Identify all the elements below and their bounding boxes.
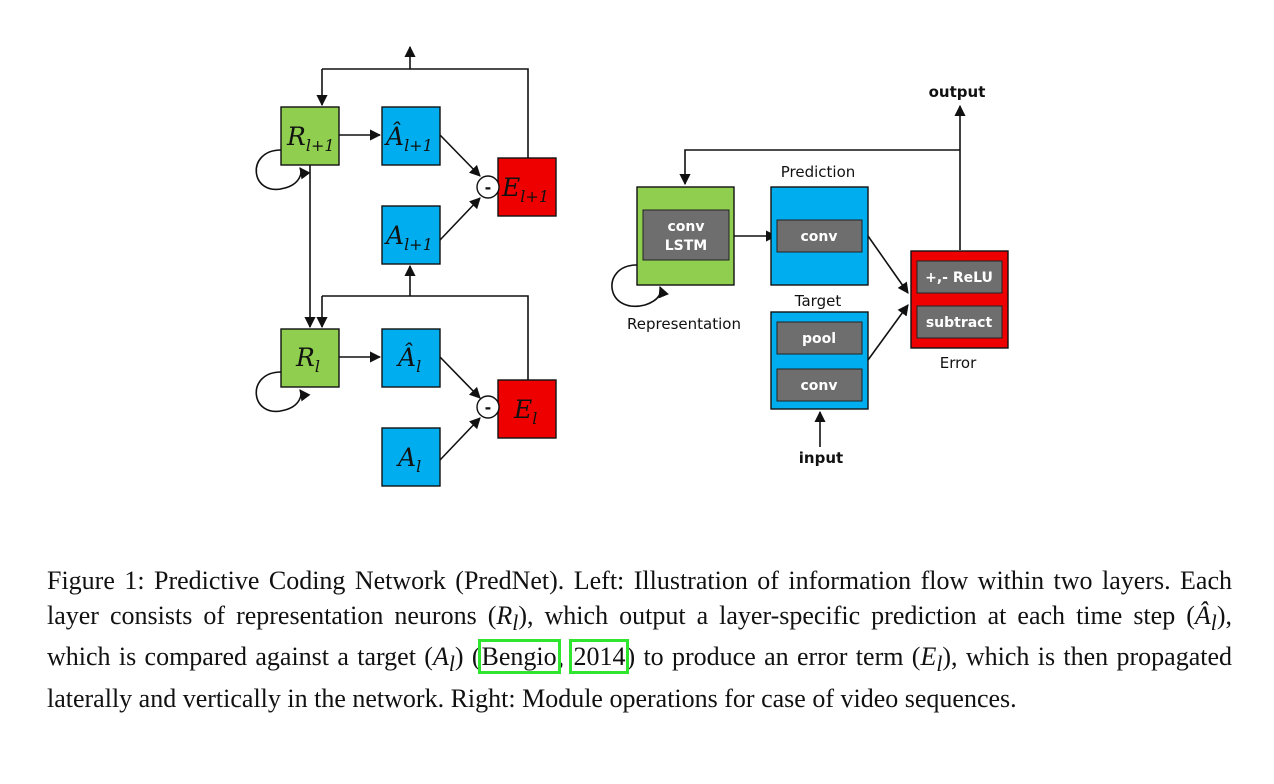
- caption-math-sub: l: [1210, 610, 1217, 635]
- prednet-figure: Rl+1 Âl+1 Al+1 El+1 - Rl Âl: [255, 45, 1009, 487]
- citation-link-year[interactable]: 2014: [569, 639, 630, 675]
- e-lower-box: [497, 379, 557, 439]
- lower-feedback-line: [322, 295, 529, 380]
- caption-math-a: A: [432, 642, 449, 672]
- caption-math-r: R: [496, 600, 513, 630]
- target-pool-label: pool: [802, 331, 836, 347]
- caption-math-ahat: Â: [1194, 600, 1211, 630]
- prediction-conv-module: [776, 219, 863, 253]
- caption-math-e: E: [920, 642, 937, 672]
- e-lower-label: El: [513, 395, 537, 428]
- caption-text-4: ) (: [454, 642, 481, 672]
- error-label: Error: [940, 354, 977, 372]
- r-lower-box: [280, 328, 340, 388]
- error-relu-label: +,- ReLU: [925, 270, 993, 286]
- output-label: output: [929, 83, 986, 101]
- a-lower-box: [381, 427, 441, 487]
- caption-text-5: ) to produce an error term (: [626, 642, 921, 672]
- convlstm-line2: LSTM: [665, 238, 708, 254]
- arrow-prediction-to-error: [867, 235, 909, 294]
- e-upper-box: [497, 157, 557, 217]
- right-diagram: output conv LSTM Representation Predicti…: [611, 83, 1009, 467]
- target-label: Target: [794, 292, 842, 310]
- figure-caption: Figure 1: Predictive Coding Network (Pre…: [47, 564, 1232, 716]
- ahat-lower-box: [381, 328, 441, 388]
- caption-text-3: ), which is compared against a target (: [47, 600, 1232, 672]
- caption-text-1: Figure 1: Predictive Coding Network (Pre…: [47, 566, 1232, 630]
- ahat-lower-label: Âl: [396, 343, 421, 376]
- arrow-ahat-to-sub-upper: [439, 134, 481, 177]
- subtract-node-lower: [476, 395, 500, 419]
- e-upper-label: El+1: [501, 173, 549, 206]
- arrow-target-to-error: [867, 304, 909, 361]
- a-lower-label: Al: [396, 443, 421, 476]
- subtract-node-upper: [476, 175, 500, 199]
- ahat-upper-box: [381, 106, 441, 166]
- caption-math-sub: l: [936, 652, 943, 677]
- caption-text-6: ), which is then propagated laterally an…: [47, 642, 1232, 713]
- arrow-a-to-sub-upper: [439, 197, 481, 241]
- r-upper-box: [280, 106, 340, 166]
- a-upper-box: [381, 205, 441, 265]
- error-relu-module: [916, 260, 1003, 294]
- input-label: input: [799, 449, 843, 467]
- caption-text-2: ), which output a layer-specific predict…: [518, 600, 1195, 630]
- representation-self-loop: [611, 264, 669, 308]
- r-lower-label: Rl: [295, 343, 320, 376]
- citation-link-author[interactable]: Bengio: [477, 639, 561, 675]
- caption-comma: ,: [557, 642, 565, 672]
- error-subtract-label: subtract: [926, 315, 993, 331]
- r-upper-self-loop: [255, 149, 311, 191]
- a-upper-label: Al+1: [384, 221, 433, 254]
- caption-math-sub: l: [512, 610, 519, 635]
- error-subtract-module: [916, 305, 1003, 339]
- ahat-upper-label: Âl+1: [384, 122, 433, 155]
- subtract-symbol-lower: -: [485, 398, 492, 417]
- r-lower-self-loop: [255, 371, 311, 413]
- top-feedback-line: [322, 68, 529, 158]
- representation-label: Representation: [627, 315, 741, 333]
- convlstm-module: [642, 209, 730, 261]
- prediction-conv-label: conv: [800, 229, 837, 245]
- caption-math-sub: l: [448, 652, 455, 677]
- arrow-error-to-representation: [679, 149, 960, 186]
- left-diagram: Rl+1 Âl+1 Al+1 El+1 - Rl Âl: [255, 45, 557, 487]
- arrow-a-to-sub-lower: [439, 417, 481, 461]
- subtract-symbol-upper: -: [485, 178, 492, 197]
- target-pool-module: [776, 321, 863, 355]
- convlstm-line1: conv: [667, 219, 704, 235]
- target-conv-module: [776, 368, 863, 402]
- prediction-label: Prediction: [781, 163, 856, 181]
- r-upper-label: Rl+1: [286, 122, 335, 155]
- target-conv-label: conv: [800, 378, 837, 394]
- arrow-ahat-to-sub-lower: [439, 356, 481, 399]
